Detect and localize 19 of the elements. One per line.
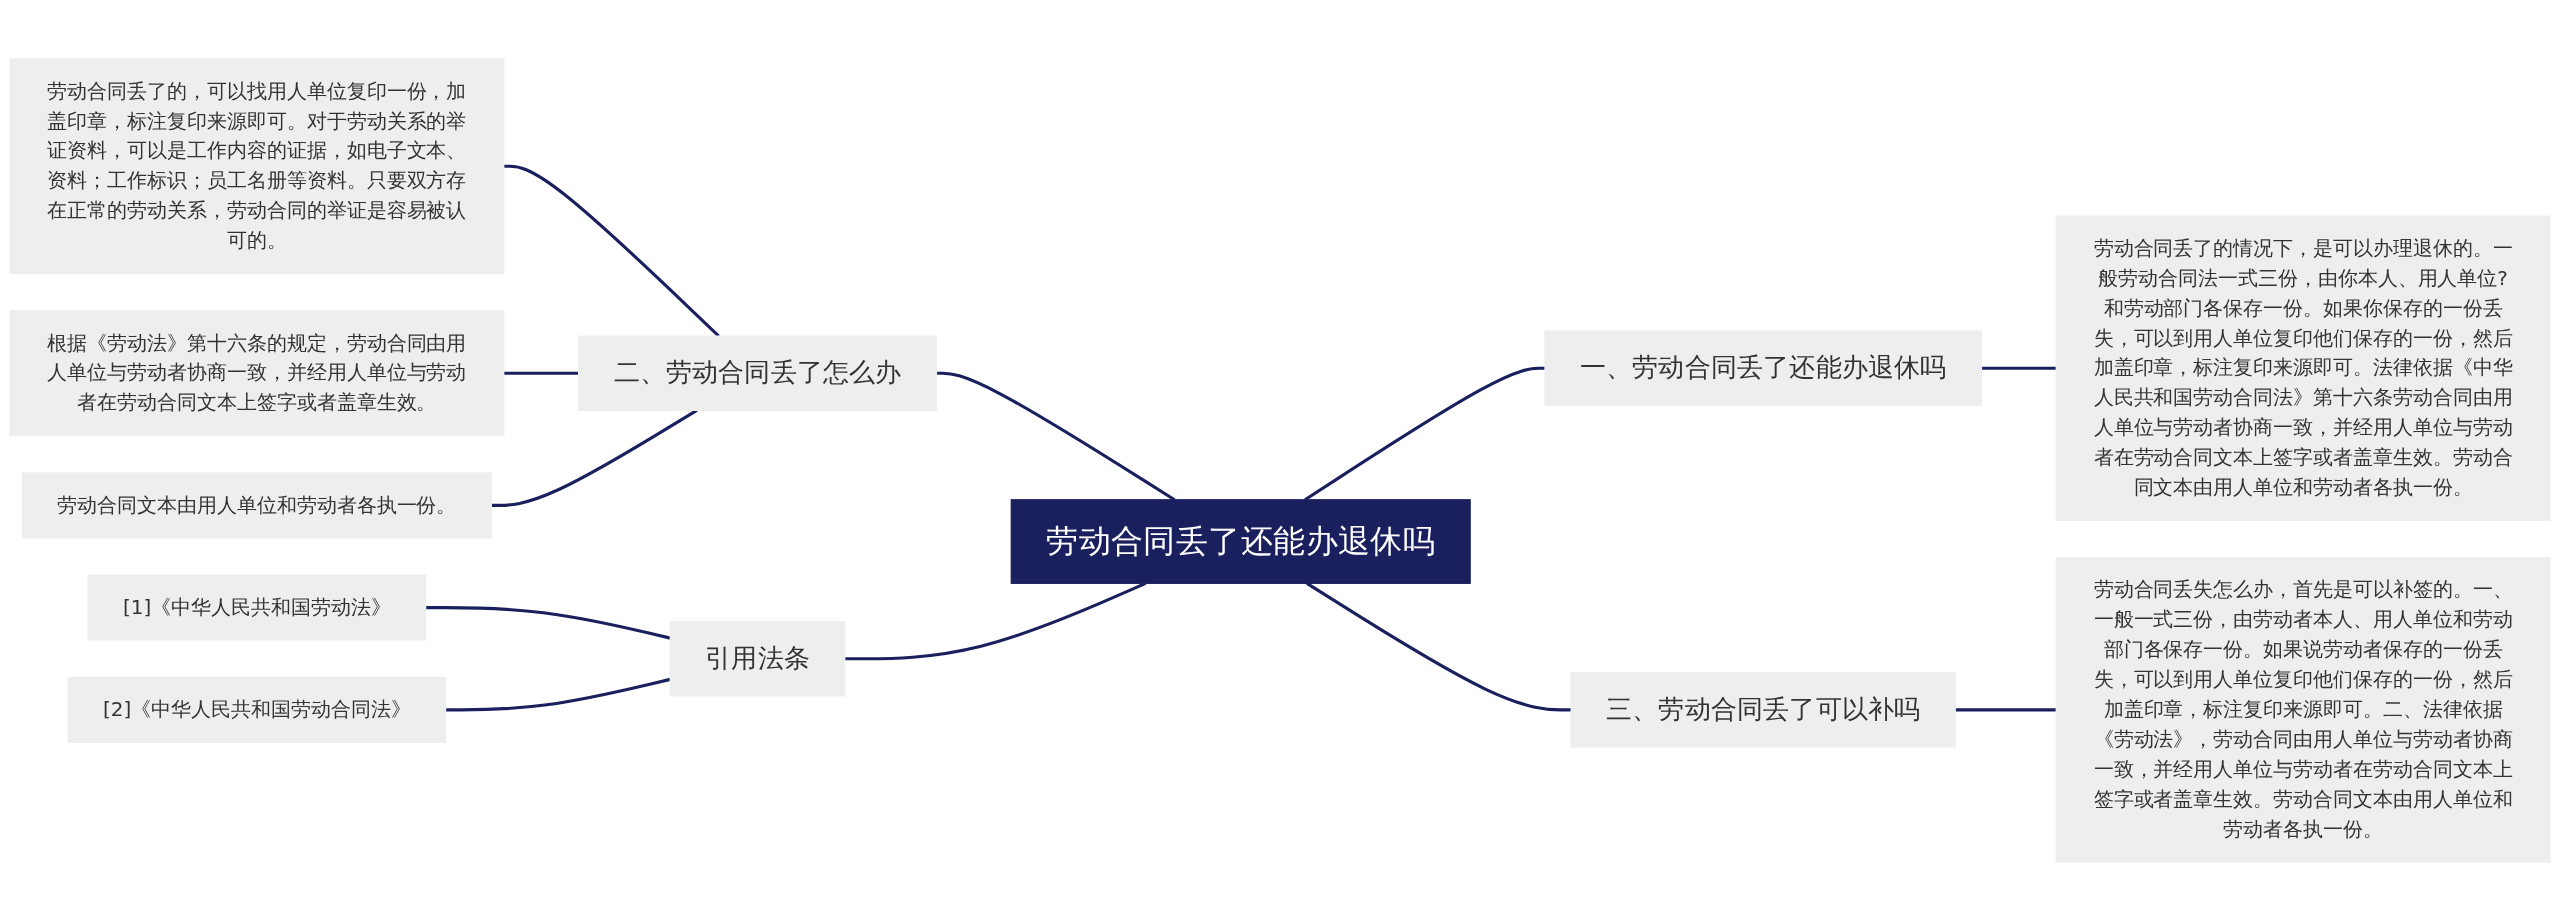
node-box: [2]《中华人民共和国劳动合同法》: [67, 676, 447, 743]
node-box: 劳动合同丢了还能办退休吗: [1010, 499, 1471, 584]
node-box: 引用法条: [669, 621, 846, 697]
connector: [425, 606, 671, 640]
node-box: 劳动合同丢了的情况下，是可以办理退休的。一般劳动合同法一式三份，由你本人、用人单位?和劳动部门各保存一份。如果你保存的一份丢失，可以到用人单位复印他们保存的一份，然后加盖印章，标注复印来源即可。法律依据《中华人民共和国劳动合同法》第十六条劳动合同由用人单位与劳动者协商一致，并经用人单位与劳动者在劳动合同文本上签字或者盖章生效。劳动合同文本由用人单位和劳动者各执一份。: [2055, 215, 2551, 521]
node-box: 劳动合同丢失怎么办，首先是可以补签的。一、一般一式三份，由劳动者本人、用人单位和劳动部门各保存一份。如果说劳动者保存的一份丢失，可以到用人单位复印他们保存的一份，然后加盖印章，标注复印来源即可。二、法律依据《劳动法》，劳动合同由用人单位与劳动者协商一致，并经用人单位与劳动者在劳动合同文本上签字或者盖章生效。劳动合同文本由用人单位和劳动者各执一份。: [2055, 557, 2551, 863]
connector: [1306, 582, 1572, 712]
connector: [503, 164, 720, 338]
node-box: 根据《劳动法》第十六条的规定，劳动合同由用人单位与劳动者协商一致，并经用人单位与劳动者在劳动合同文本上签字或者盖章生效。: [9, 310, 505, 437]
node-box: 劳动合同文本由用人单位和劳动者各执一份。: [21, 472, 492, 539]
connector: [1955, 708, 2057, 712]
node-box: 三、劳动合同丢了可以补吗: [1570, 672, 1956, 748]
node-box: 二、劳动合同丢了怎么办: [577, 335, 938, 411]
node-box: [1]《中华人民共和国劳动法》: [87, 574, 427, 641]
connector: [503, 371, 579, 375]
node-box: 一、劳动合同丢了还能办退休吗: [1544, 330, 1983, 406]
connector: [445, 677, 671, 712]
connector: [1981, 366, 2057, 370]
node-box: 劳动合同丢了的，可以找用人单位复印一份，加盖印章，标注复印来源即可。对于劳动关系的举证资料，可以是工作内容的证据，如电子文本、资料；工作标识；员工名册等资料。只要双方存在正常的劳动关系，劳动合同的举证是容易被认可的。: [9, 58, 505, 275]
